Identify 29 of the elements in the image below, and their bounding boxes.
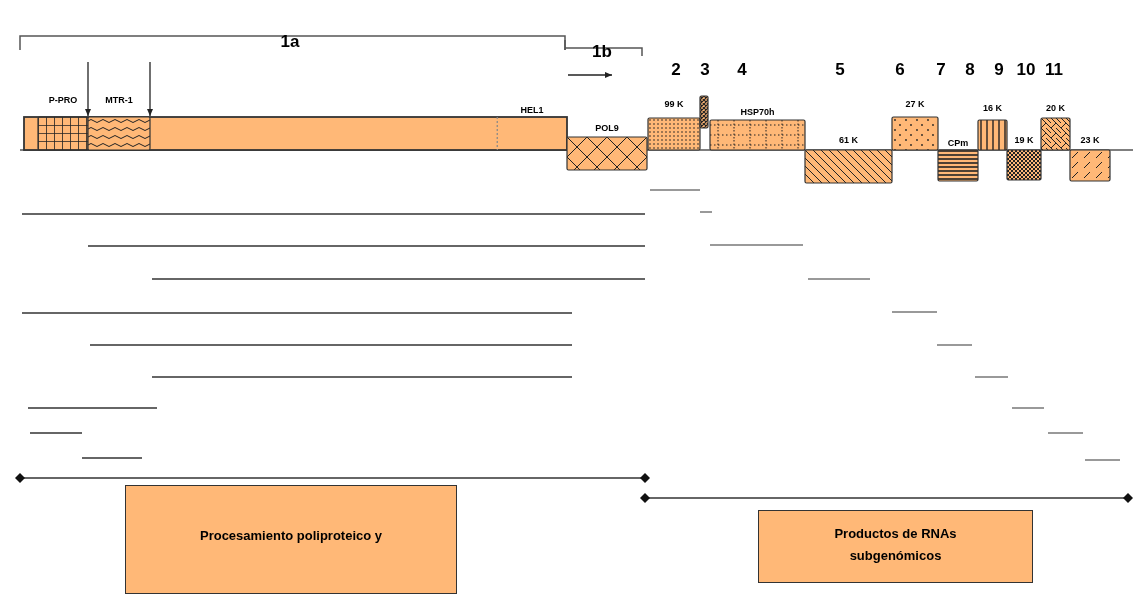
- orf-number: 2: [671, 61, 681, 79]
- orf-number: 1b: [592, 43, 612, 61]
- orf-number: 7: [936, 61, 946, 79]
- orf-number: 8: [965, 61, 975, 79]
- orf-number: 11: [1045, 61, 1063, 79]
- orf-number: 1a: [280, 33, 300, 51]
- protein-label: 20 K: [1046, 103, 1065, 113]
- protein-label: CPm: [947, 138, 969, 148]
- protein-label: 19 K: [1014, 135, 1034, 145]
- orf-number: 9: [994, 61, 1004, 79]
- arrow: [147, 61, 153, 117]
- protein-label: P-PRO: [48, 95, 78, 105]
- arrow: [85, 61, 91, 117]
- text-box: Procesamiento poliproteico y: [125, 485, 457, 594]
- protein-label: HEL1: [520, 105, 544, 115]
- orf-number: 3: [700, 61, 710, 79]
- orf-number: 10: [1016, 61, 1036, 79]
- protein-label: POL9: [595, 123, 619, 133]
- orf-number: 5: [835, 61, 845, 79]
- protein-label: HSP70h: [740, 107, 775, 117]
- protein-label: 61 K: [839, 135, 858, 145]
- protein-label: 16 K: [983, 103, 1002, 113]
- text-box: Productos de RNAs subgenómicos: [758, 510, 1033, 583]
- orf-number: 6: [895, 61, 905, 79]
- orf-number: 4: [737, 61, 747, 79]
- protein-label: 99 K: [664, 99, 684, 109]
- protein-label: 23 K: [1080, 135, 1100, 145]
- protein-label: 27 K: [905, 99, 925, 109]
- protein-label: MTR-1: [105, 95, 133, 105]
